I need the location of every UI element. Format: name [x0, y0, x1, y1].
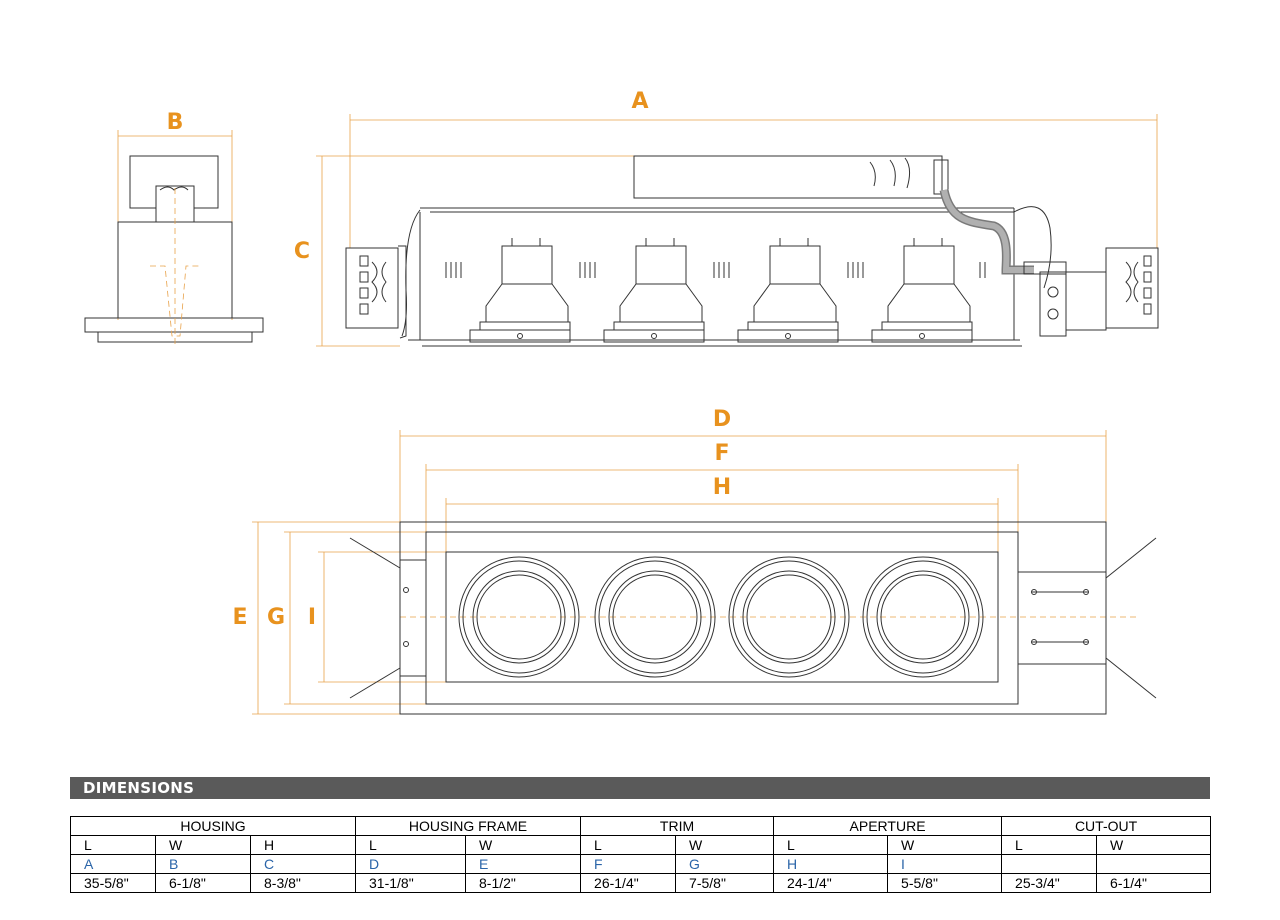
- value-row: 35-5/8" 6-1/8" 8-3/8" 31-1/8" 8-1/2" 26-…: [70, 873, 1212, 893]
- value-cell: 8-3/8": [249, 873, 357, 893]
- aperture-ring-3: [728, 556, 850, 678]
- value-cell: 35-5/8": [70, 873, 156, 893]
- group-cut-out: CUT-OUT: [1001, 816, 1212, 836]
- axis-cell: W: [465, 835, 582, 855]
- value-cell: 5-5/8": [887, 873, 1003, 893]
- dimension-label-i: I: [308, 605, 316, 630]
- group-header-row: HOUSING HOUSING FRAME TRIM APERTURE CUT-…: [69, 816, 1212, 836]
- value-cell: 6-1/4": [1096, 873, 1212, 893]
- lamp-module-2: [603, 238, 705, 343]
- lamp-module-3: [737, 238, 839, 343]
- value-cell: 25-3/4": [1001, 873, 1098, 893]
- front-elevation: A C: [294, 89, 1159, 347]
- axis-cell: L: [773, 835, 889, 855]
- technical-drawing: B A C: [84, 89, 1159, 715]
- dimension-label-d: D: [713, 407, 731, 432]
- dimension-label-c: C: [294, 239, 310, 264]
- axis-cell: H: [249, 835, 357, 855]
- aperture-ring-2: [594, 556, 716, 678]
- dimension-label-g: G: [267, 605, 285, 630]
- dimension-label-a: A: [631, 89, 648, 114]
- axis-cell: L: [70, 835, 156, 855]
- aperture-ring-1: [458, 556, 580, 678]
- value-cell: 26-1/4": [580, 873, 677, 893]
- dimensions-header: DIMENSIONS: [70, 777, 1210, 799]
- letter-cell: C: [249, 854, 357, 874]
- letter-cell: A: [70, 854, 156, 874]
- letter-cell: [1096, 854, 1212, 874]
- letter-cell: G: [675, 854, 775, 874]
- value-cell: 7-5/8": [675, 873, 775, 893]
- value-cell: 24-1/4": [773, 873, 889, 893]
- axis-cell: W: [887, 835, 1003, 855]
- group-aperture: APERTURE: [773, 816, 1003, 836]
- letter-cell: H: [773, 854, 889, 874]
- axis-cell: W: [155, 835, 251, 855]
- letter-cell: F: [580, 854, 677, 874]
- value-cell: 8-1/2": [465, 873, 582, 893]
- axis-cell: L: [580, 835, 677, 855]
- group-trim: TRIM: [580, 816, 775, 836]
- letter-cell: D: [355, 854, 467, 874]
- lamp-module-1: [469, 238, 571, 343]
- dimension-label-e: E: [232, 605, 247, 630]
- axis-cell: L: [355, 835, 467, 855]
- axis-row: L W H L W L W L W L W: [70, 835, 1212, 855]
- value-cell: 31-1/8": [355, 873, 467, 893]
- letter-cell: I: [887, 854, 1003, 874]
- value-cell: 6-1/8": [155, 873, 251, 893]
- axis-cell: L: [1001, 835, 1098, 855]
- letter-cell: E: [465, 854, 582, 874]
- lamp-module-4: [871, 238, 973, 343]
- aperture-ring-4: [862, 556, 984, 678]
- axis-cell: W: [675, 835, 775, 855]
- axis-cell: W: [1096, 835, 1212, 855]
- group-housing: HOUSING: [69, 816, 357, 836]
- letter-cell: B: [155, 854, 251, 874]
- letter-row: A B C D E F G H I: [70, 854, 1212, 874]
- group-housing-frame: HOUSING FRAME: [355, 816, 582, 836]
- plan-view: D F H E G I: [232, 407, 1157, 715]
- dimension-label-f: F: [714, 441, 729, 466]
- dimension-label-h: H: [713, 475, 731, 500]
- dimension-label-b: B: [167, 110, 184, 135]
- dimensions-table: HOUSING HOUSING FRAME TRIM APERTURE CUT-…: [69, 816, 1212, 893]
- end-view: B: [84, 110, 264, 344]
- letter-cell: [1001, 854, 1098, 874]
